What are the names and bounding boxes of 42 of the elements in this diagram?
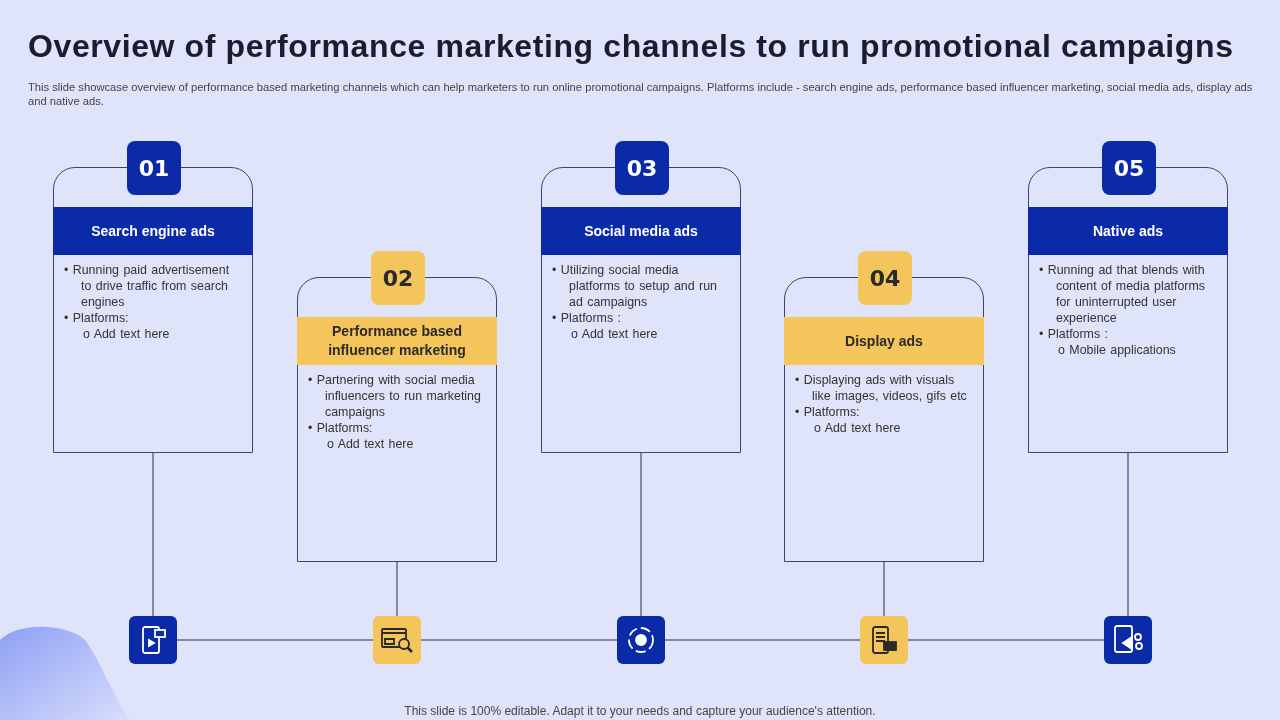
icon-tile [617, 616, 665, 664]
connector-line [176, 639, 374, 641]
bullet-text: o Add text here [83, 326, 171, 342]
connector-line [420, 639, 618, 641]
bullet-text: • Platforms: [64, 310, 130, 326]
step-number: 01 [127, 141, 181, 195]
bullet-text: • Utilizing social media platforms to setup and run ad campaigns [552, 262, 718, 310]
bullet-text: • Platforms: [795, 404, 861, 420]
connector-line [907, 639, 1105, 641]
bullet-text: o Add text here [814, 420, 902, 436]
step-number: 02 [371, 251, 425, 305]
bullet-text: • Platforms: [308, 420, 374, 436]
connector-line [883, 561, 885, 617]
bullet-text: • Running paid advertisement to drive traffic from search engines [64, 262, 231, 310]
step-number: 04 [858, 251, 912, 305]
bullet-text: • Platforms : [552, 310, 622, 326]
bullet-text: • Platforms : [1039, 326, 1109, 342]
slide-description: This slide showcase overview of performance based marketing channels which can help marketers to run online promotional campaigns. Platforms include - search engine ads, performance based influencer marketing, social media ads, display ads and native ads. [28, 80, 1254, 108]
channel-heading: Performance based influencer marketing [297, 317, 497, 365]
icon-tile [129, 616, 177, 664]
channel-heading: Search engine ads [53, 207, 253, 255]
bullet-text: • Displaying ads with visuals like images, videos, gifs etc [795, 372, 968, 404]
connector-line [152, 452, 154, 617]
bullet-text: o Add text here [327, 436, 415, 452]
connector-line [1127, 452, 1129, 617]
bullet-text: • Partnering with social media influencers to run marketing campaigns [308, 372, 482, 420]
bullet-text: o Add text here [571, 326, 659, 342]
icon-tile [1104, 616, 1152, 664]
connector-line [396, 561, 398, 617]
channel-heading: Native ads [1028, 207, 1228, 255]
icon-tile [860, 616, 908, 664]
footer-note: This slide is 100% editable. Adapt it to your needs and capture your audience's attention. [403, 704, 877, 718]
connector-line [664, 639, 861, 641]
bullet-text: • Running ad that blends with content of media platforms for uninterrupted user experience [1039, 262, 1206, 326]
channel-heading: Social media ads [541, 207, 741, 255]
bullet-text: o Mobile applications [1058, 342, 1177, 358]
icon-tile [373, 616, 421, 664]
step-number: 05 [1102, 141, 1156, 195]
channel-heading: Display ads [784, 317, 984, 365]
step-number: 03 [615, 141, 669, 195]
slide-title: Overview of performance marketing channels to run promotional campaigns [28, 28, 1234, 65]
connector-line [640, 452, 642, 617]
